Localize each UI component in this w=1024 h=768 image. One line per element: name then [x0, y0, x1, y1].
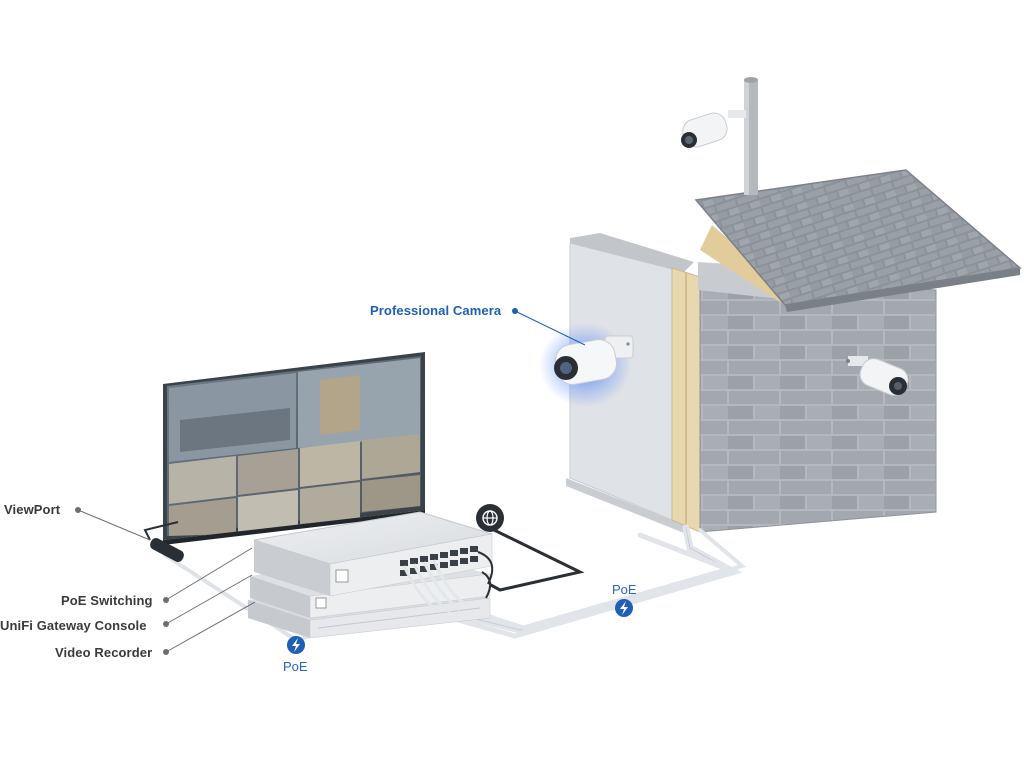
label-poe-switching: PoE Switching	[61, 593, 153, 608]
pole-camera	[681, 110, 746, 148]
building-wall-base	[566, 478, 684, 533]
callout-dots	[75, 308, 518, 655]
building	[566, 77, 1022, 533]
bolt-icon	[615, 599, 633, 617]
label-poe-right: PoE	[612, 582, 637, 597]
bolt-icon	[287, 636, 305, 654]
monitor	[163, 352, 425, 545]
callout-lines	[77, 310, 586, 653]
label-poe-left: PoE	[283, 659, 308, 674]
label-video-recorder: Video Recorder	[55, 645, 153, 660]
label-gateway-console: UniFi Gateway Console	[0, 618, 147, 633]
label-viewport: ViewPort	[4, 502, 61, 517]
roof-edge	[785, 268, 1020, 312]
globe-icon	[476, 504, 504, 532]
brick-wall	[699, 276, 937, 533]
professional-camera	[539, 323, 634, 407]
label-professional-camera: Professional Camera	[370, 303, 502, 318]
wall-camera	[846, 356, 909, 396]
building-wall-top-edge	[570, 233, 694, 272]
video-feed-grid	[169, 358, 420, 536]
viewport-device	[143, 521, 184, 562]
device-stack	[248, 511, 494, 639]
